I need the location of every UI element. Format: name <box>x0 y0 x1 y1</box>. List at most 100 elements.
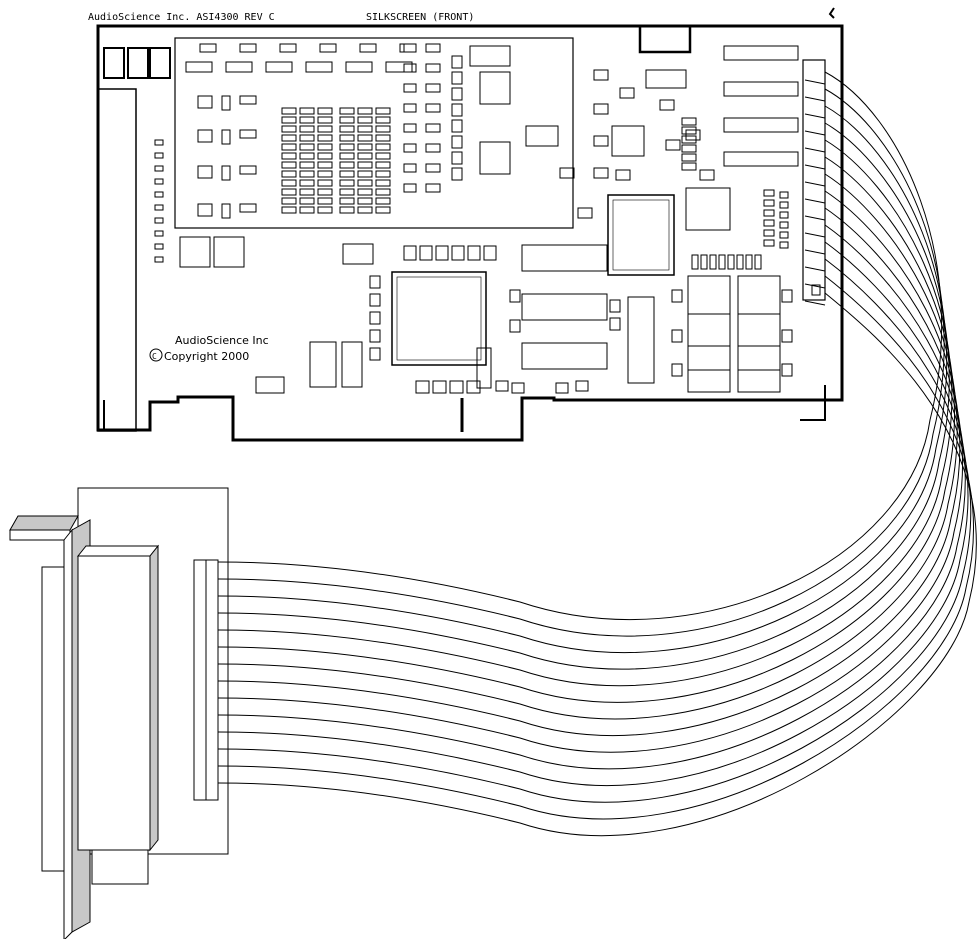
resistor <box>281 152 297 160</box>
cap-big-4 <box>476 347 492 389</box>
smd-part <box>432 380 447 394</box>
smd-part <box>665 139 681 151</box>
smd-part <box>425 163 441 173</box>
resistor <box>317 134 333 142</box>
resistor <box>339 125 355 133</box>
smd-part <box>319 43 337 53</box>
resistor <box>317 161 333 169</box>
smd-part <box>671 289 683 303</box>
smd-part <box>451 151 463 165</box>
cable-wire <box>217 292 977 837</box>
header-slot <box>723 81 799 97</box>
capacitor <box>197 203 213 217</box>
ic-mid-1 <box>525 125 559 147</box>
bracket-tab-top <box>9 515 79 531</box>
smd-part <box>779 241 789 249</box>
smd-part <box>199 43 217 53</box>
cable-wire <box>217 105 948 653</box>
cable-wire <box>217 122 950 670</box>
smd-part <box>403 183 417 193</box>
resistor <box>281 134 297 142</box>
cable-wire-stub <box>804 283 826 289</box>
smd-part <box>359 43 377 53</box>
cable-wire <box>217 156 955 703</box>
smd-part <box>425 123 441 133</box>
resistor <box>375 107 391 115</box>
resistor <box>339 116 355 124</box>
smd-part <box>369 329 381 343</box>
smd-part <box>781 329 793 343</box>
header-slot <box>723 151 799 167</box>
smd-part <box>575 380 589 392</box>
dip-switch <box>754 254 762 270</box>
left-connector-strip <box>97 88 137 432</box>
header-slot <box>723 117 799 133</box>
smd-part <box>154 256 164 263</box>
smd-part <box>154 204 164 211</box>
smd-part <box>779 221 789 229</box>
ic-chips <box>179 45 781 394</box>
resistor <box>375 125 391 133</box>
smd-part <box>615 169 631 181</box>
capacitor <box>197 129 213 143</box>
resistor <box>339 206 355 214</box>
xtal-1 <box>179 236 211 268</box>
smd-part <box>425 143 441 153</box>
smd-part <box>451 55 463 69</box>
cable-wire-stub <box>804 130 826 136</box>
smd-part <box>419 245 433 261</box>
smd-part <box>763 199 775 207</box>
resistor <box>317 179 333 187</box>
smd-part <box>763 209 775 217</box>
resistor <box>375 179 391 187</box>
header-slot <box>723 45 799 61</box>
smd-part <box>425 83 441 93</box>
capacitor <box>239 203 257 213</box>
resistor <box>317 125 333 133</box>
resistor <box>375 116 391 124</box>
smd-part <box>681 117 697 126</box>
smd-part <box>451 71 463 85</box>
smd-part <box>451 103 463 117</box>
smd-part <box>451 167 463 181</box>
smd-part <box>681 153 697 162</box>
header-left-text: AudioScience Inc. ASI4300 REV C <box>88 12 275 23</box>
smd-part <box>681 144 697 153</box>
cable-wire-stub <box>804 79 826 85</box>
smd-part <box>403 63 417 73</box>
analog-section <box>174 37 574 229</box>
logo-line-2: Copyright 2000 <box>164 350 249 363</box>
resistor <box>281 116 297 124</box>
smd-part <box>681 162 697 171</box>
pcb-board <box>96 7 844 442</box>
cable-wire-stub <box>804 181 826 187</box>
resistor <box>299 116 315 124</box>
smd-part <box>154 139 164 146</box>
resistor <box>299 179 315 187</box>
smd-part <box>425 183 441 193</box>
smd-part <box>154 165 164 172</box>
ic-mid-2 <box>342 243 374 265</box>
jack-1 <box>103 47 125 79</box>
smd-part <box>185 61 213 73</box>
cable-wire-stub <box>804 164 826 170</box>
smd-part <box>449 380 464 394</box>
resistor <box>339 161 355 169</box>
ic-long-2 <box>521 293 608 321</box>
cable-wire <box>217 258 972 803</box>
smd-part <box>555 382 569 394</box>
resistor <box>299 107 315 115</box>
smd-part <box>225 61 253 73</box>
smd-part <box>509 319 521 333</box>
smd-part <box>415 380 430 394</box>
cable-wire-stub <box>804 266 826 272</box>
resistor <box>339 179 355 187</box>
resistor <box>281 179 297 187</box>
capacitor <box>239 165 257 175</box>
smd-part <box>154 243 164 250</box>
jack-3 <box>149 47 171 79</box>
capacitor <box>221 95 231 111</box>
smd-part <box>305 61 333 73</box>
smd-part <box>779 211 789 219</box>
resistor <box>299 197 315 205</box>
